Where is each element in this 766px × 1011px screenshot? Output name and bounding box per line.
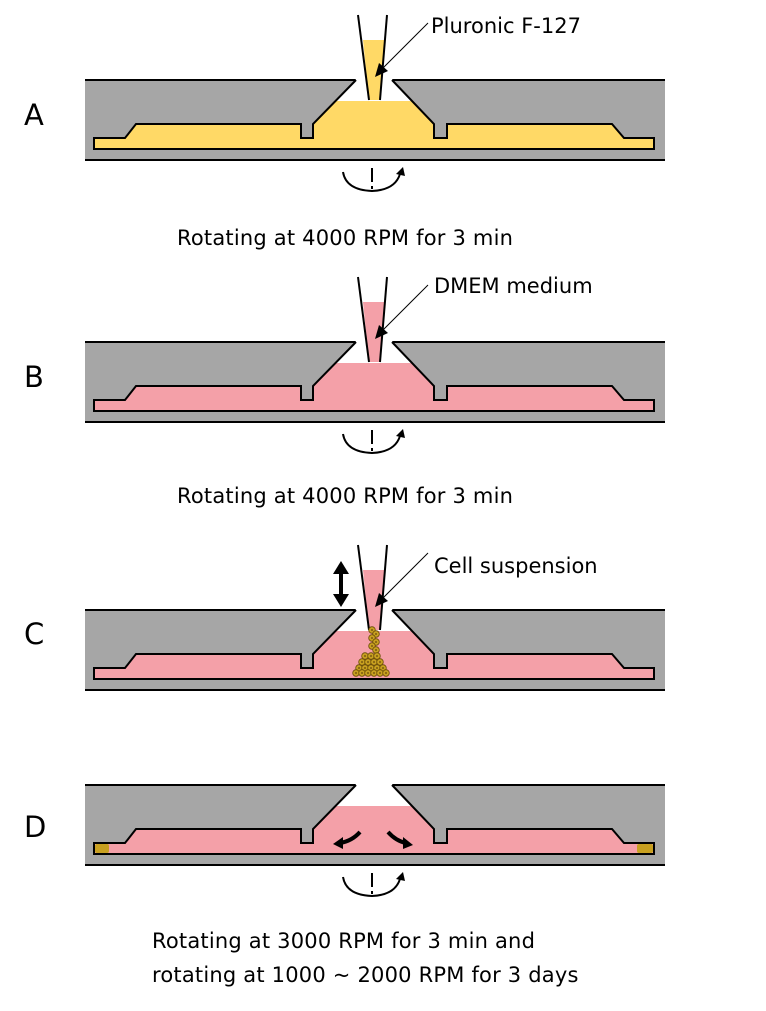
channel-outline	[93, 341, 655, 412]
cell-nucleus	[373, 672, 375, 674]
caption-b: Rotating at 4000 RPM for 3 min	[177, 484, 514, 508]
cell-nucleus	[375, 649, 377, 651]
rotation-icon	[342, 429, 405, 455]
rotation-icon	[342, 167, 405, 193]
rotation-arrowhead	[396, 872, 405, 881]
cell-nucleus	[371, 645, 373, 647]
pipette-wall-right	[379, 276, 388, 363]
cell-nucleus	[373, 661, 375, 663]
cell-aggregate-left	[95, 844, 109, 853]
channel-outline	[93, 609, 655, 680]
pipette-wall-left	[357, 544, 370, 631]
panel-label-c: C	[24, 617, 45, 651]
rotation-arc	[342, 433, 401, 455]
channel-fluid	[94, 363, 654, 411]
panel-label-a: A	[24, 98, 44, 132]
caption-a: Rotating at 4000 RPM for 3 min	[177, 226, 514, 250]
cell-cluster	[352, 626, 390, 677]
cell-nucleus	[382, 667, 384, 669]
cell-nucleus	[385, 672, 387, 674]
callout-dmem: DMEM medium	[434, 274, 593, 298]
updown-arrow-head-down	[333, 594, 349, 607]
rotation-arrowhead	[396, 167, 405, 176]
cell-nucleus	[355, 672, 357, 674]
callout-arrowhead	[375, 63, 388, 77]
flow-arrowhead-right	[403, 837, 413, 849]
cell-nucleus	[371, 629, 373, 631]
pipette-wall-left	[357, 276, 370, 363]
rotation-arc	[342, 876, 401, 898]
updown-arrow-head-up	[333, 561, 349, 574]
cell-nucleus	[376, 667, 378, 669]
chip-panel-b	[85, 276, 665, 455]
cell-nucleus	[375, 633, 377, 635]
chip-panel-d	[85, 784, 665, 898]
chip-panel-c	[85, 544, 665, 691]
pipette-wall-right	[379, 14, 388, 101]
cell-nucleus	[367, 672, 369, 674]
caption-d-line1: Rotating at 3000 RPM for 3 min and	[152, 929, 536, 953]
cell-nucleus	[367, 661, 369, 663]
pipette-liquid	[363, 302, 385, 362]
channel-fluid	[94, 101, 654, 149]
rotation-arc	[342, 171, 401, 193]
pipette-wall-right	[379, 544, 388, 631]
cell-nucleus	[375, 641, 377, 643]
cell-nucleus	[379, 661, 381, 663]
panel-label-d: D	[24, 810, 47, 844]
pipette-liquid	[363, 40, 385, 100]
cell-nucleus	[370, 655, 372, 657]
flow-arrowhead-left	[333, 837, 343, 849]
chip-panel-a	[85, 14, 665, 193]
cell-nucleus	[358, 667, 360, 669]
callout-pluronic: Pluronic F-127	[431, 14, 581, 38]
cell-nucleus	[364, 667, 366, 669]
rotation-arrowhead	[396, 429, 405, 438]
cell-nucleus	[371, 637, 373, 639]
pipette-wall-left	[357, 14, 370, 101]
channel-outline	[93, 784, 655, 855]
cell-nucleus	[361, 672, 363, 674]
cell-aggregate-right	[637, 844, 653, 853]
pipette-liquid	[363, 570, 385, 630]
rotation-icon	[342, 872, 405, 898]
callout-leader-line	[380, 284, 429, 333]
channel-outline	[93, 79, 655, 150]
cell-nucleus	[379, 672, 381, 674]
panel-label-b: B	[24, 360, 44, 394]
cell-nucleus	[376, 655, 378, 657]
cell-nucleus	[364, 655, 366, 657]
callout-leader-line	[380, 22, 429, 71]
channel-fluid	[94, 806, 654, 854]
callout-cell-suspension: Cell suspension	[434, 554, 598, 578]
callout-arrowhead	[375, 325, 388, 339]
cell-nucleus	[361, 661, 363, 663]
cell-nucleus	[370, 667, 372, 669]
callout-leader-line	[380, 552, 429, 601]
caption-d-line2: rotating at 1000 ~ 2000 RPM for 3 days	[152, 963, 579, 987]
callout-arrowhead	[375, 593, 388, 607]
